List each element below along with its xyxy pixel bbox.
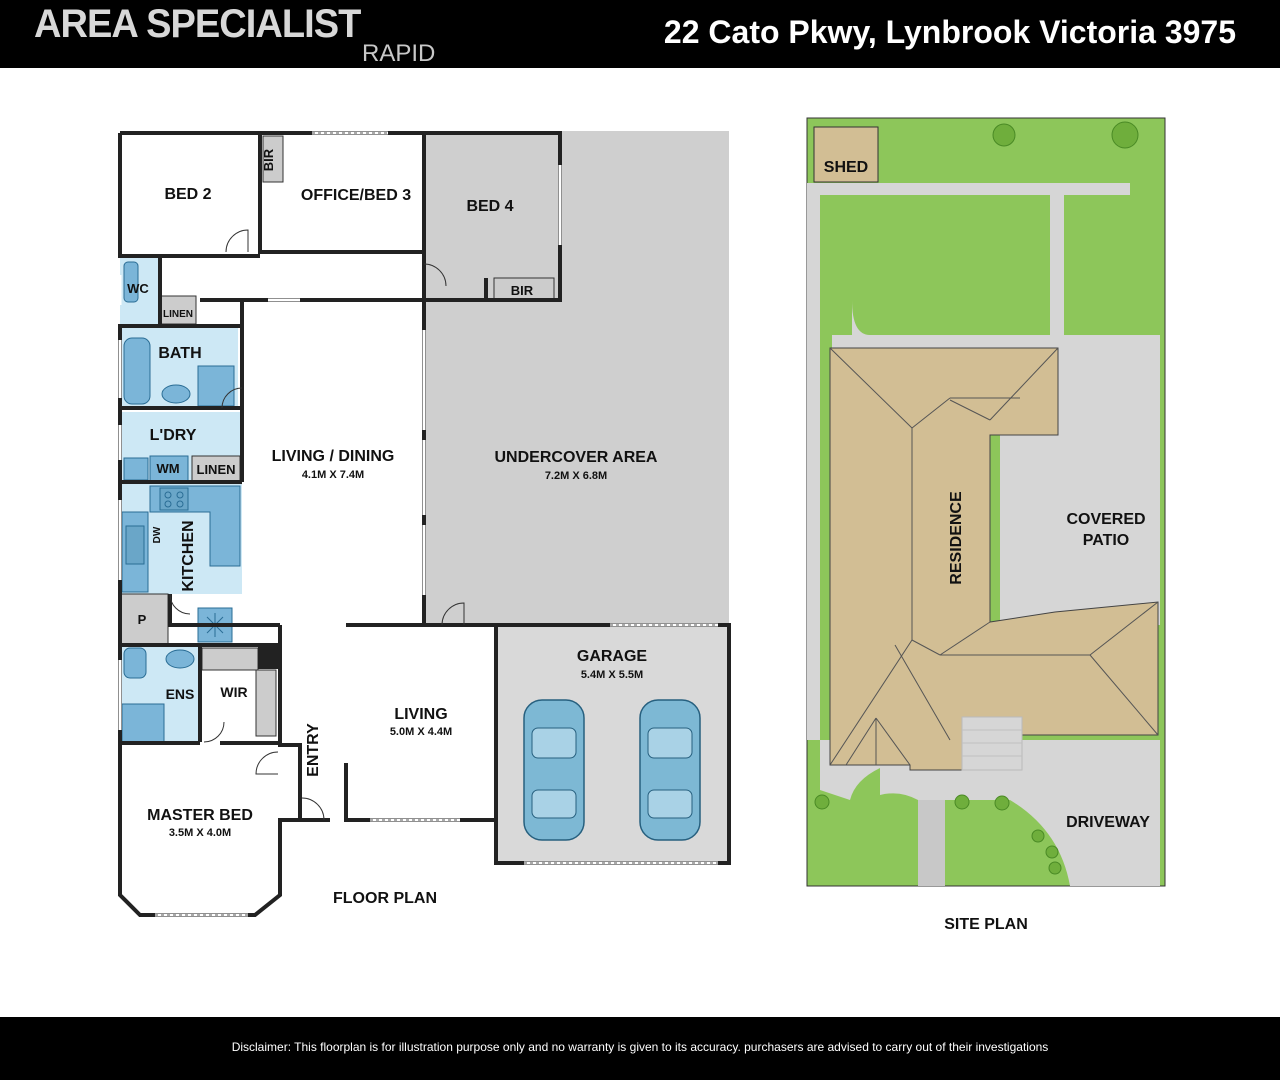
site-label-covered-1: COVERED — [1066, 511, 1145, 528]
shed-outline — [813, 126, 879, 183]
site-label-driveway: DRIVEWAY — [1066, 814, 1150, 831]
car-icon — [523, 699, 585, 841]
room-label-bir2: BIR — [511, 283, 534, 298]
site-label-covered-2: PATIO — [1083, 532, 1130, 549]
room-dim-master: 3.5M X 4.0M — [169, 827, 231, 839]
room-label-living-dining: LIVING / DINING — [272, 448, 395, 465]
tree-icon — [992, 123, 1016, 147]
room-label-wm: WM — [156, 461, 179, 476]
room-label-entry: ENTRY — [305, 723, 322, 777]
driveway-area — [880, 740, 1160, 886]
room-label-garage: GARAGE — [577, 648, 648, 665]
room-label-laundry: L'DRY — [150, 427, 197, 444]
room-label-linen1: LINEN — [163, 309, 193, 320]
floor-plan-title: FLOOR PLAN — [333, 890, 437, 907]
room-dim-garage: 5.4M X 5.5M — [581, 669, 643, 681]
room-label-pantry: P — [138, 612, 147, 627]
room-dim-living: 5.0M X 4.4M — [390, 726, 452, 738]
room-label-wir: WIR — [220, 684, 247, 700]
room-label-bed4: BED 4 — [466, 198, 513, 215]
room-label-kitchen: KITCHEN — [180, 520, 197, 591]
room-label-linen2: LINEN — [197, 462, 236, 477]
floor-plan: BED 2 BIR OFFICE/BED 3 BED 4 BIR WC LINE… — [118, 131, 731, 917]
site-plan-title: SITE PLAN — [944, 916, 1028, 933]
site-label-shed: SHED — [824, 159, 868, 176]
disclaimer-text: Disclaimer: This floorplan is for illust… — [231, 1040, 1049, 1054]
room-label-office: OFFICE/BED 3 — [301, 187, 411, 204]
room-dim-undercover: 7.2M X 6.8M — [545, 470, 607, 482]
property-address: 22 Cato Pkwy, Lynbrook Victoria 3975 — [663, 14, 1236, 50]
room-label-wc: WC — [127, 281, 149, 296]
room-label-dw: DW — [152, 526, 163, 543]
room-label-bath: BATH — [158, 345, 201, 362]
room-label-ens: ENS — [166, 686, 195, 702]
site-plan: SHED RESIDENCE COVERED PATIO DRIVEWAY SI… — [806, 117, 1166, 933]
room-label-living: LIVING — [394, 706, 447, 723]
brand-logo: AREA SPECIALIST — [34, 2, 361, 46]
room-label-undercover: UNDERCOVER AREA — [495, 449, 658, 466]
site-label-residence: RESIDENCE — [948, 491, 965, 585]
room-label-bir1: BIR — [261, 148, 276, 171]
brand-subtitle: RAPID — [362, 40, 436, 67]
car-icon — [639, 699, 701, 841]
header-bar: AREA SPECIALIST RAPID 22 Cato Pkwy, Lynb… — [0, 0, 1280, 68]
footer-bar: Disclaimer: This floorplan is for illust… — [0, 1017, 1280, 1080]
tree-icon — [1111, 121, 1139, 149]
room-label-bed2: BED 2 — [164, 186, 211, 203]
room-dim-living-dining: 4.1M X 7.4M — [302, 469, 364, 481]
room-label-master: MASTER BED — [147, 807, 253, 824]
